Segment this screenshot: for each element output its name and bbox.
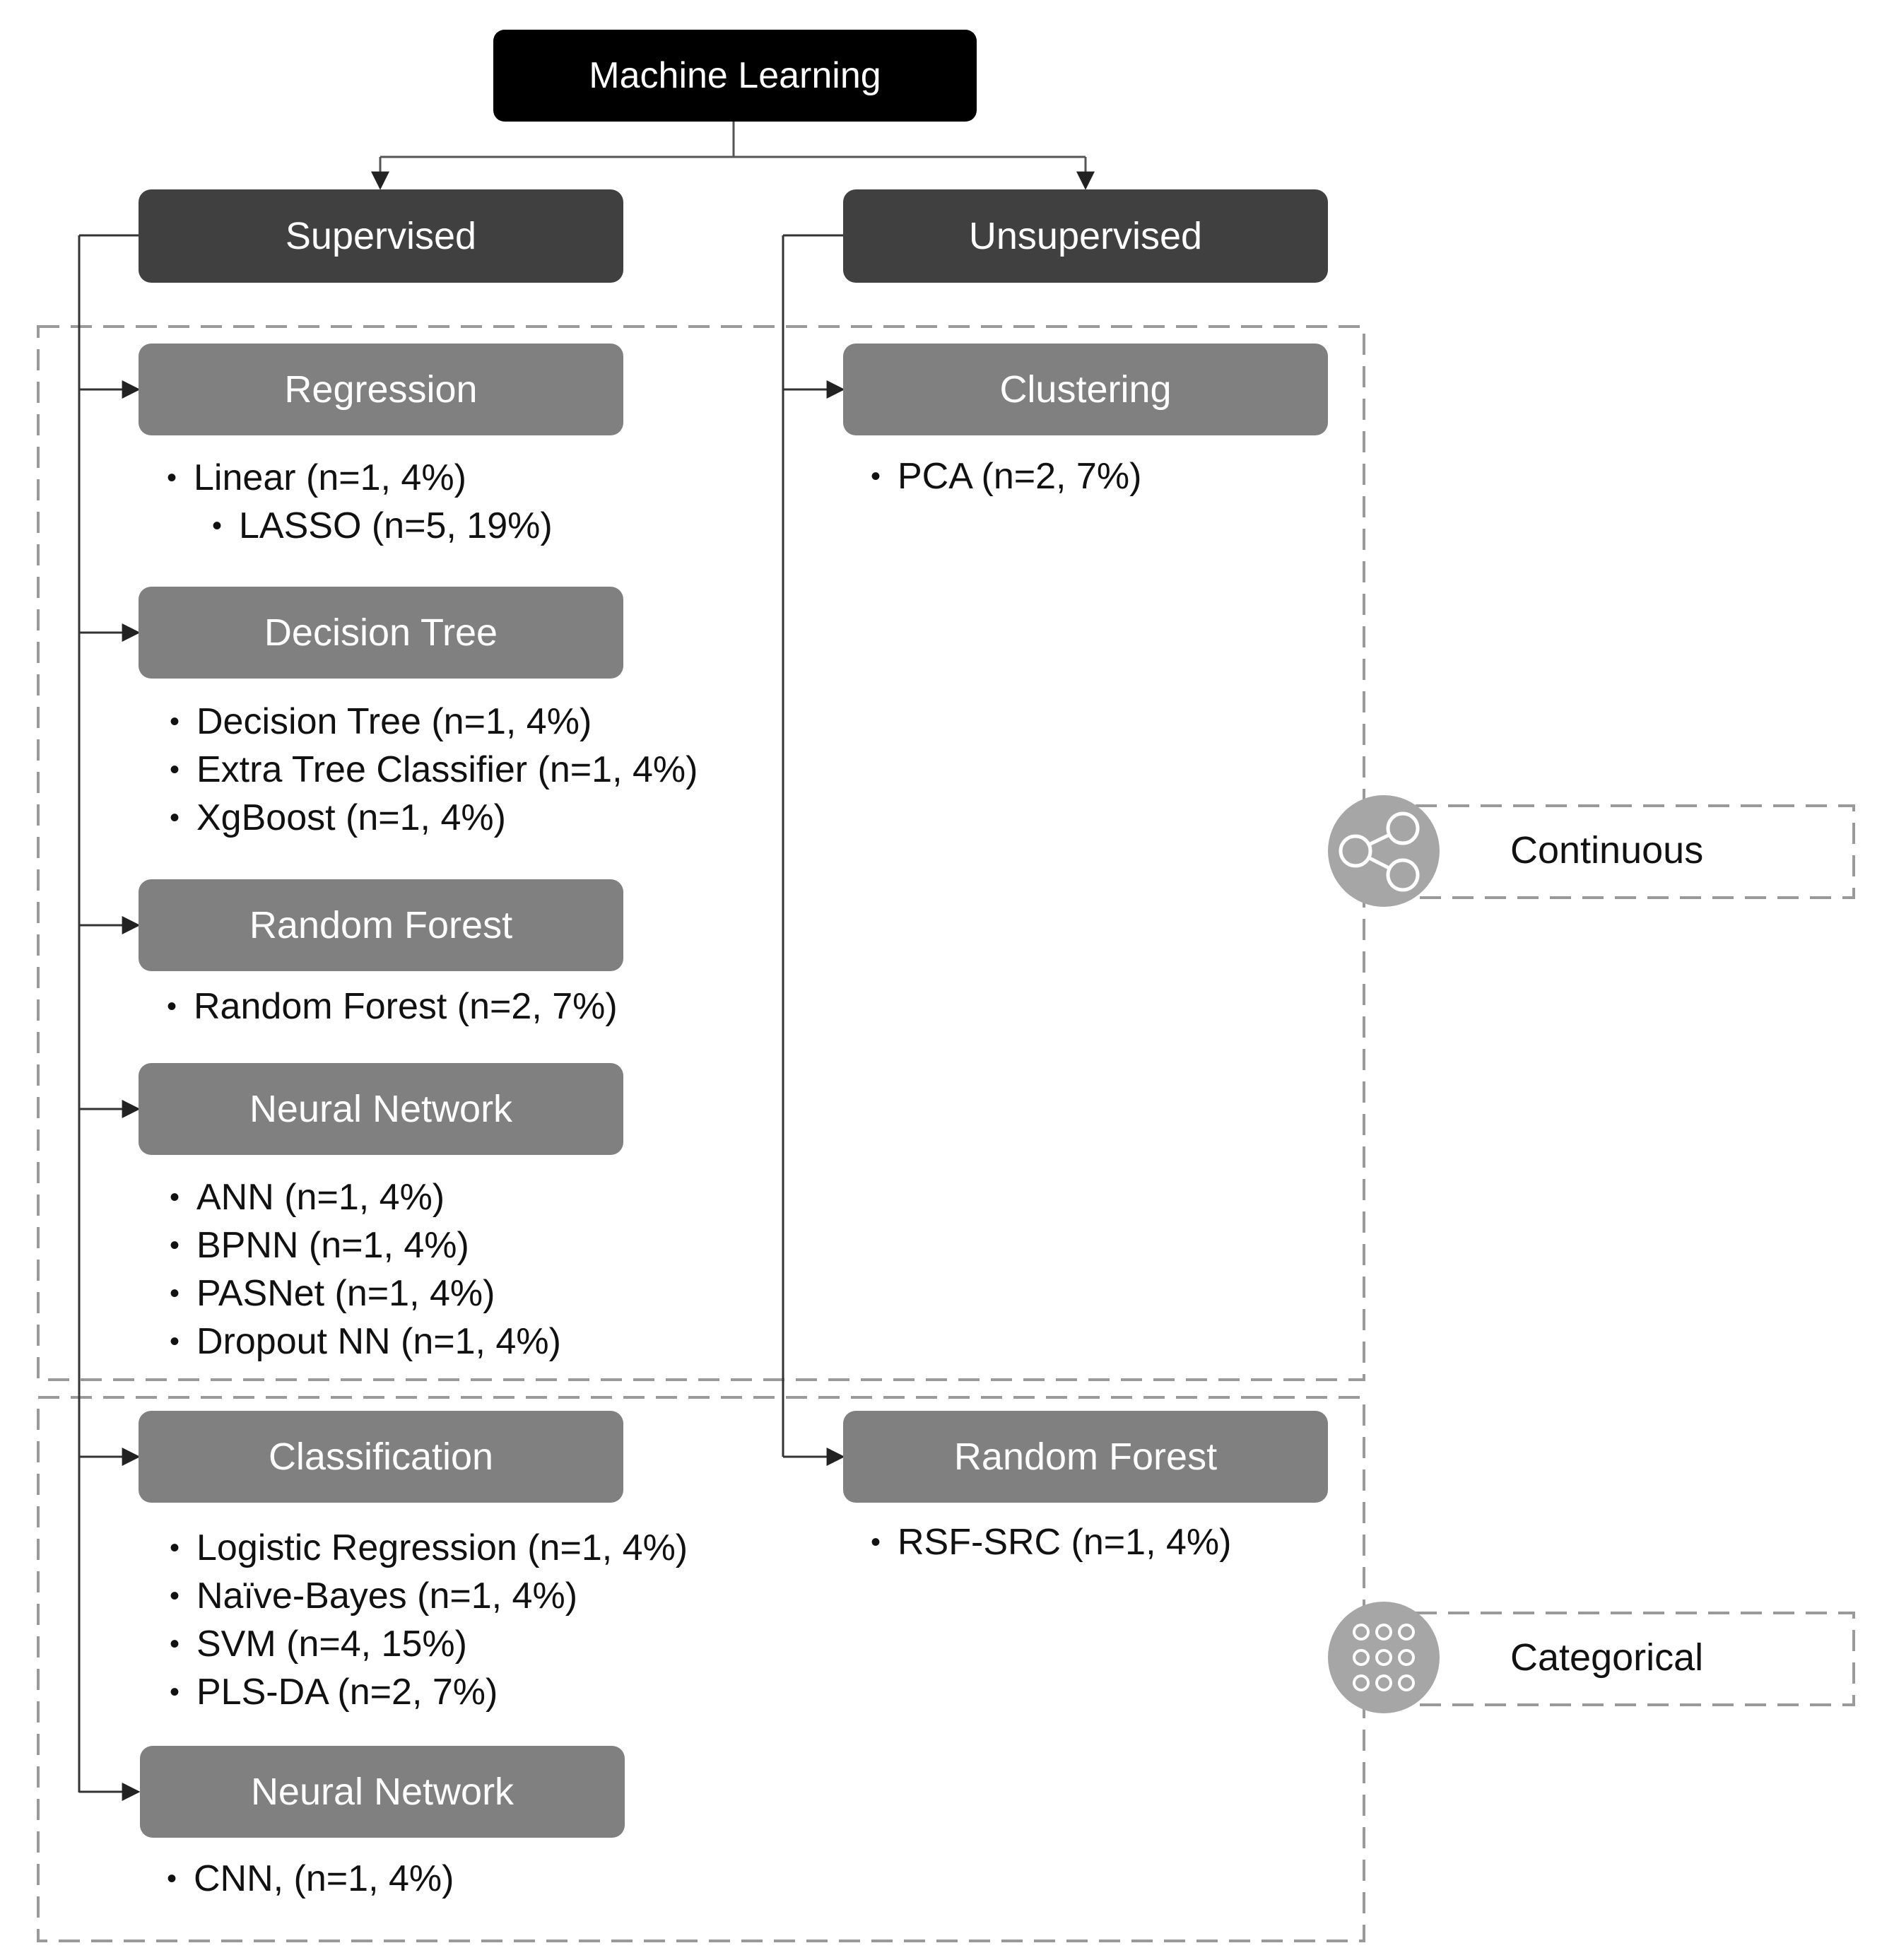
list-item: PCA (n=2, 7%) <box>871 452 1141 500</box>
random-forest-label: Random Forest <box>249 904 513 946</box>
clustering-items: PCA (n=2, 7%) <box>871 452 1141 500</box>
root-node: Machine Learning <box>493 30 977 122</box>
decision-tree-label: Decision Tree <box>264 611 498 654</box>
unsupervised-connector <box>782 234 845 1466</box>
classification-items: Logistic Regression (n=1, 4%) Naïve-Baye… <box>170 1524 688 1716</box>
list-item: XgBoost (n=1, 4%) <box>170 794 698 842</box>
categorical-label: Categorical <box>1510 1636 1704 1679</box>
clustering-node: Clustering <box>843 344 1328 435</box>
list-item: SVM (n=4, 15%) <box>170 1620 688 1668</box>
random-forest-unsupervised-label: Random Forest <box>953 1436 1218 1478</box>
rsf-items: RSF-SRC (n=1, 4%) <box>871 1518 1231 1566</box>
root-connector <box>371 122 1095 190</box>
neural-network-items: ANN (n=1, 4%) BPNN (n=1, 4%) PASNet (n=1… <box>170 1173 561 1366</box>
decision-tree-node: Decision Tree <box>139 587 623 679</box>
list-item: Linear (n=1, 4%) <box>167 454 553 502</box>
dot-grid-icon <box>1328 1602 1440 1713</box>
list-item: CNN, (n=1, 4%) <box>167 1855 454 1903</box>
root-label: Machine Learning <box>589 55 881 96</box>
list-item: LASSO (n=5, 19%) <box>212 502 553 550</box>
supervised-node: Supervised <box>139 189 623 283</box>
continuous-label: Continuous <box>1510 829 1704 872</box>
continuous-tag-box <box>1382 804 1855 899</box>
cnn-items: CNN, (n=1, 4%) <box>167 1855 454 1903</box>
random-forest-items: Random Forest (n=2, 7%) <box>167 982 618 1031</box>
classification-node: Classification <box>139 1411 623 1503</box>
list-item: Naïve-Bayes (n=1, 4%) <box>170 1572 688 1620</box>
list-item: Dropout NN (n=1, 4%) <box>170 1318 561 1366</box>
continuous-region-box <box>37 325 1365 1381</box>
clustering-label: Clustering <box>999 368 1172 411</box>
list-item: PLS-DA (n=2, 7%) <box>170 1668 688 1716</box>
regression-items: Linear (n=1, 4%) LASSO (n=5, 19%) <box>167 454 553 550</box>
unsupervised-node: Unsupervised <box>843 189 1328 283</box>
list-item: BPNN (n=1, 4%) <box>170 1221 561 1269</box>
supervised-label: Supervised <box>285 215 477 257</box>
share-network-icon <box>1328 795 1440 907</box>
decision-tree-items: Decision Tree (n=1, 4%) Extra Tree Class… <box>170 698 698 842</box>
list-item: Logistic Regression (n=1, 4%) <box>170 1524 688 1572</box>
neural-network-cnn-label: Neural Network <box>250 1771 514 1813</box>
neural-network-node: Neural Network <box>139 1063 623 1155</box>
regression-node: Regression <box>139 344 623 435</box>
random-forest-unsupervised-node: Random Forest <box>843 1411 1328 1503</box>
classification-label: Classification <box>268 1436 494 1478</box>
regression-label: Regression <box>284 368 478 411</box>
list-item: ANN (n=1, 4%) <box>170 1173 561 1221</box>
list-item: PASNet (n=1, 4%) <box>170 1269 561 1318</box>
neural-network-label: Neural Network <box>249 1088 513 1130</box>
list-item: RSF-SRC (n=1, 4%) <box>871 1518 1231 1566</box>
unsupervised-label: Unsupervised <box>968 215 1203 257</box>
supervised-connector <box>78 234 141 1801</box>
list-item: Decision Tree (n=1, 4%) <box>170 698 698 746</box>
random-forest-node: Random Forest <box>139 879 623 971</box>
list-item: Random Forest (n=2, 7%) <box>167 982 618 1031</box>
list-item: Extra Tree Classifier (n=1, 4%) <box>170 746 698 794</box>
neural-network-cnn-node: Neural Network <box>140 1746 625 1838</box>
